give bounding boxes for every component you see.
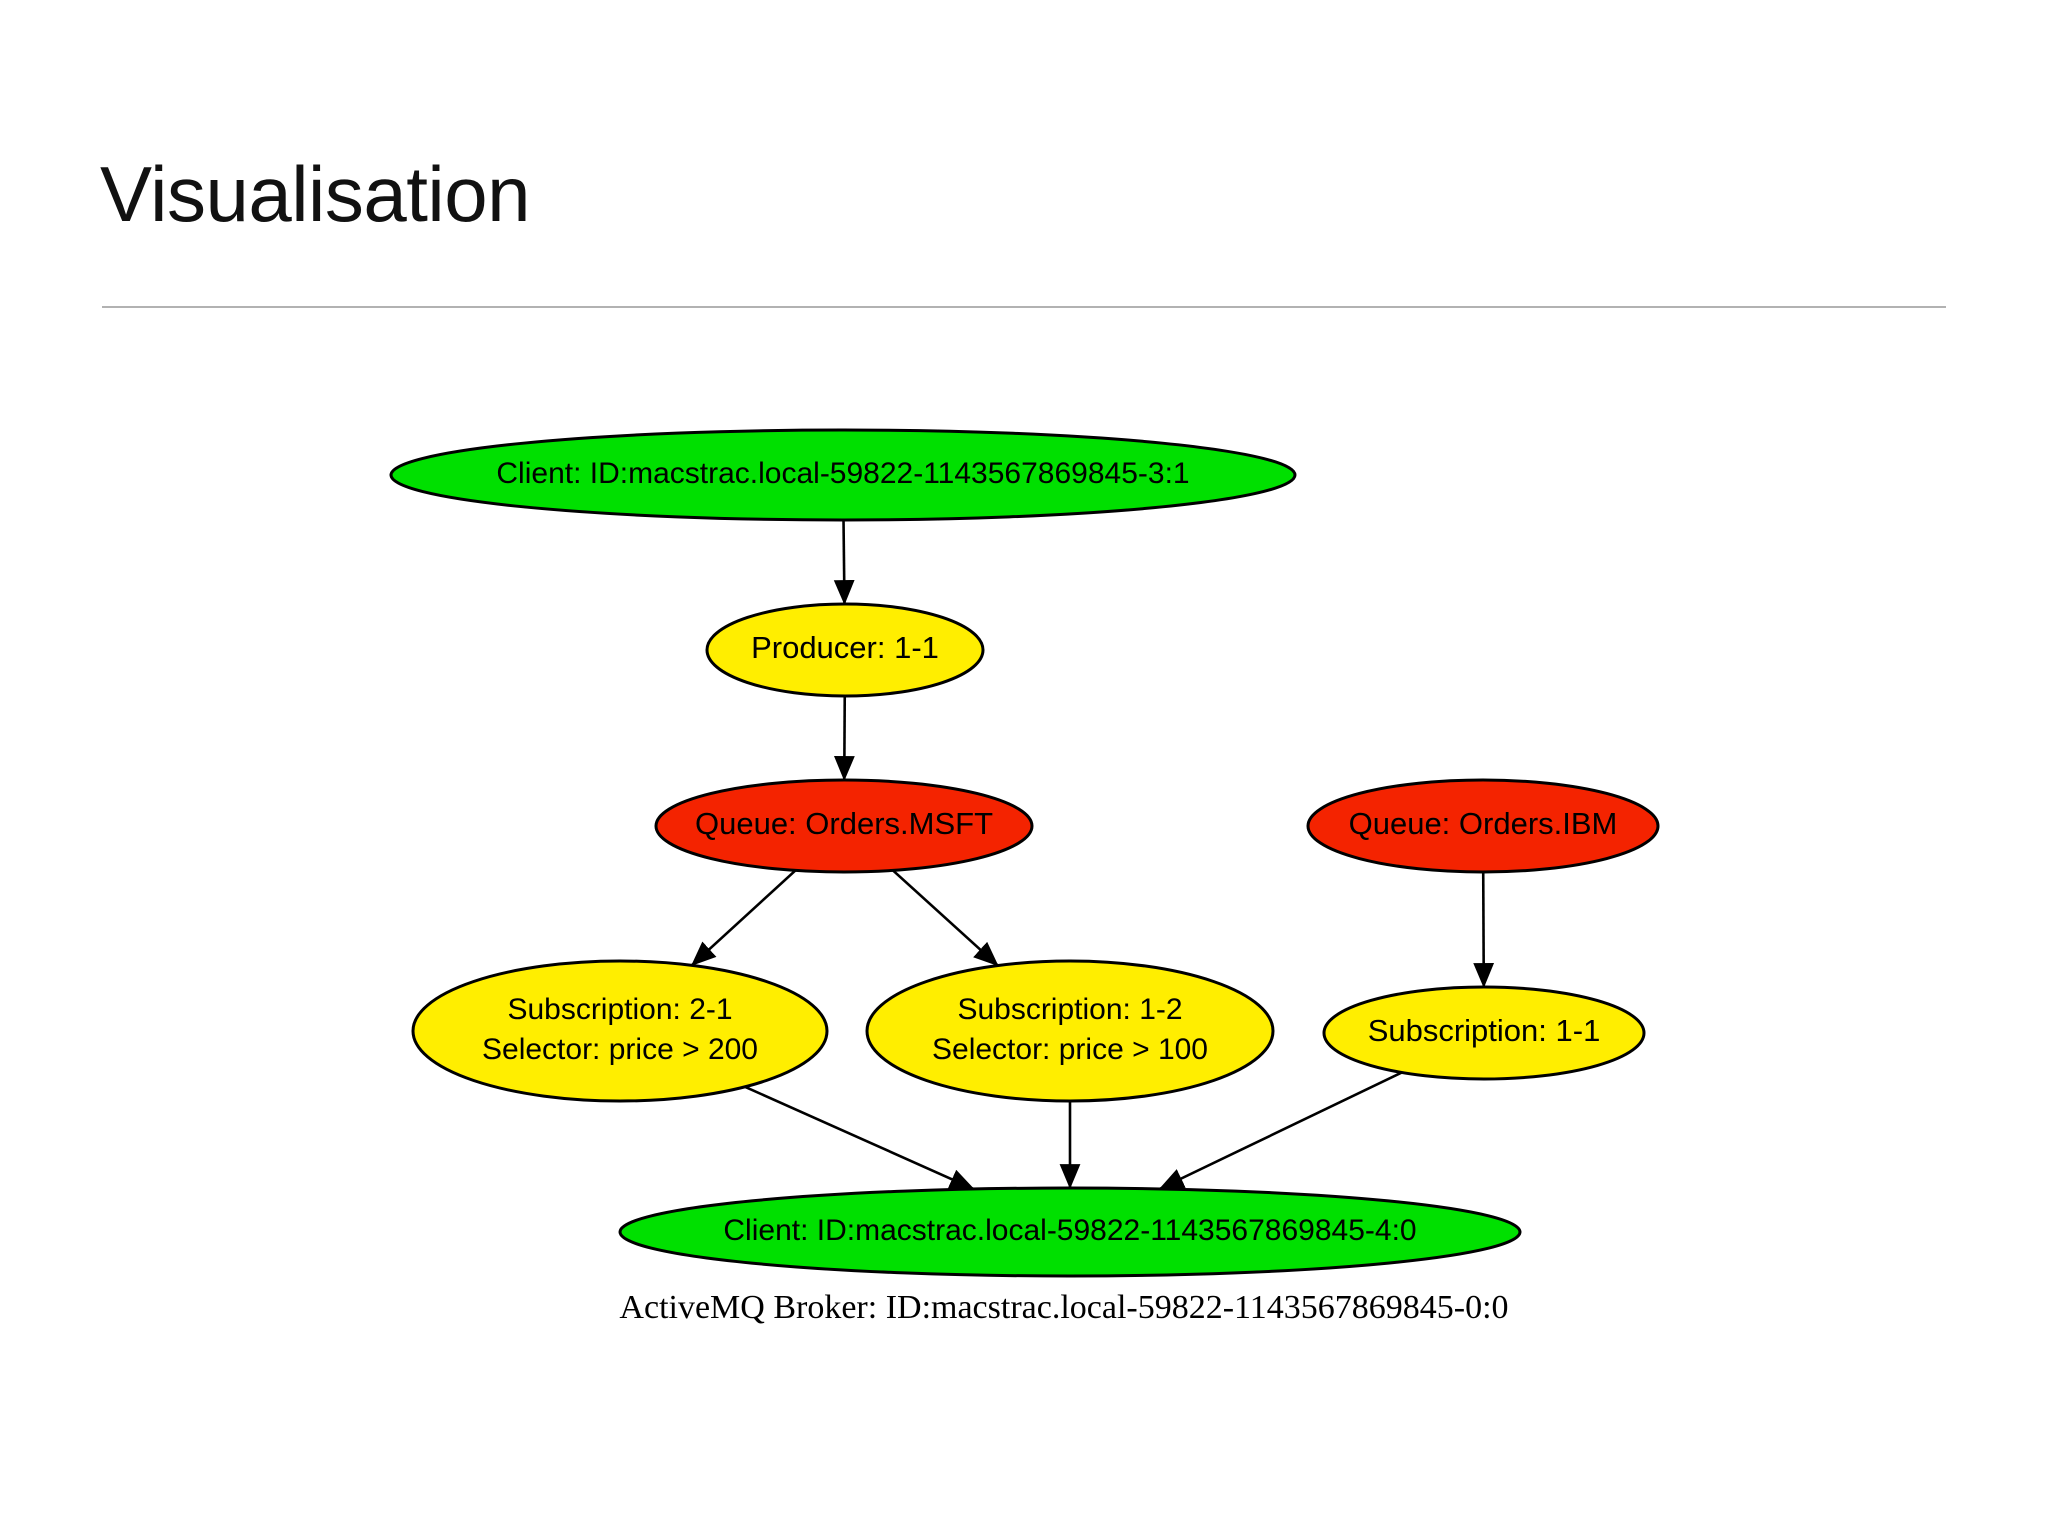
- node-label-client-top-line-1: Client: ID:macstrac.local-59822-11435678…: [496, 457, 1189, 490]
- edges-layer: [690, 519, 1495, 1191]
- graph-node-client-bottom[interactable]: Client: ID:macstrac.local-59822-11435678…: [618, 1186, 1522, 1278]
- node-shape-queue-ibm: [1306, 778, 1660, 874]
- edge-queue-msft-subscription-2-1: [690, 869, 797, 967]
- node-label-subscription-2-1-line-2: Selector: price > 200: [482, 1033, 758, 1066]
- graph-caption: ActiveMQ Broker: ID:macstrac.local-59822…: [619, 1289, 1508, 1326]
- node-label-subscription-1-1-line-1: Subscription: 1-1: [1368, 1013, 1601, 1048]
- node-shape-producer: [705, 602, 985, 698]
- node-shape-subscription-1-2: [865, 959, 1275, 1103]
- node-label-queue-msft-line-1: Queue: Orders.MSFT: [695, 806, 993, 841]
- node-label-producer-line-1: Producer: 1-1: [751, 630, 939, 665]
- node-label-subscription-1-2-line-1: Subscription: 1-2: [957, 993, 1182, 1026]
- page-title: Visualisation: [100, 150, 531, 238]
- title-divider: [102, 306, 1946, 308]
- edge-subscription-1-1-client-bottom: [1158, 1071, 1403, 1191]
- graph-node-queue-ibm[interactable]: Queue: Orders.IBM: [1306, 778, 1660, 874]
- edge-queue-msft-subscription-1-2: [892, 869, 999, 967]
- node-label-subscription-2-1-line-1: Subscription: 2-1: [507, 993, 732, 1026]
- node-shape-client-bottom: [618, 1186, 1522, 1278]
- graph-node-subscription-1-1[interactable]: Subscription: 1-1: [1322, 985, 1646, 1081]
- edge-subscription-2-1-client-bottom: [744, 1085, 975, 1191]
- node-label-subscription-1-2-line-2: Selector: price > 100: [932, 1033, 1208, 1066]
- node-shape-queue-msft: [654, 778, 1034, 874]
- graph-node-producer[interactable]: Producer: 1-1: [705, 602, 985, 698]
- graph-node-client-top[interactable]: Client: ID:macstrac.local-59822-11435678…: [389, 428, 1297, 522]
- node-shape-client-top: [389, 428, 1297, 522]
- node-label-queue-ibm-line-1: Queue: Orders.IBM: [1349, 806, 1618, 841]
- graph-node-queue-msft[interactable]: Queue: Orders.MSFT: [654, 778, 1034, 874]
- node-label-client-bottom-line-1: Client: ID:macstrac.local-59822-11435678…: [723, 1214, 1416, 1247]
- edge-client-top-producer: [833, 519, 855, 606]
- node-shape-subscription-1-1: [1322, 985, 1646, 1081]
- edge-queue-ibm-subscription-1-1: [1473, 871, 1495, 989]
- nodes-layer: Client: ID:macstrac.local-59822-11435678…: [389, 428, 1660, 1278]
- node-shape-subscription-2-1: [411, 959, 829, 1103]
